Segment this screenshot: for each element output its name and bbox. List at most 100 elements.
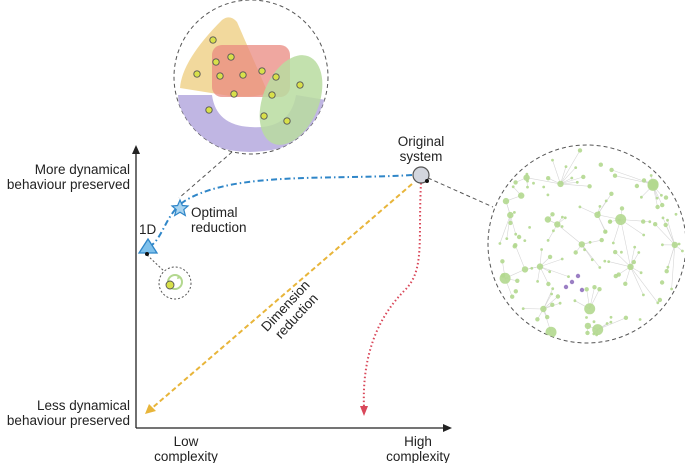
network-node: [550, 292, 553, 296]
network-node: [670, 287, 673, 291]
network-node: [500, 259, 505, 264]
network-edge: [560, 176, 584, 185]
network-node: [555, 294, 561, 299]
network-node: [660, 193, 663, 197]
complexity-path-red: [362, 182, 422, 409]
network-node: [523, 239, 527, 243]
network-node: [592, 285, 597, 290]
network-node: [550, 302, 555, 307]
network-node: [544, 216, 552, 223]
network-node: [536, 280, 539, 283]
one-d-label: 1D: [139, 222, 157, 237]
network-node: [607, 260, 611, 263]
network-node: [540, 248, 543, 251]
network-edge: [630, 247, 635, 267]
network-node: [666, 218, 669, 222]
network-edge: [630, 266, 644, 296]
state-point: [205, 106, 213, 114]
network-node: [611, 241, 615, 245]
network-edge: [552, 160, 561, 184]
network-node: [523, 174, 530, 181]
network-node: [655, 196, 659, 200]
network-node: [617, 218, 621, 222]
network-node: [546, 176, 551, 181]
x-axis-left-label: Low complexity: [146, 434, 226, 463]
network-node: [659, 280, 665, 285]
network-node: [661, 216, 665, 220]
network-node: [660, 202, 665, 208]
network-node: [511, 185, 515, 189]
network-node: [513, 180, 518, 185]
network-edge: [557, 224, 582, 245]
network-node: [681, 249, 684, 253]
network-node: [674, 212, 678, 216]
network-node: [585, 316, 588, 319]
network-node: [530, 266, 534, 270]
network-node: [590, 258, 594, 262]
network-node: [609, 315, 613, 319]
network-node: [634, 183, 640, 189]
network-edge: [526, 177, 561, 185]
network-node: [581, 174, 586, 180]
network-edge: [560, 183, 590, 187]
state-point: [283, 117, 291, 125]
network-node: [521, 266, 529, 273]
network-node: [545, 326, 557, 338]
network-edge: [620, 219, 631, 267]
network-node: [558, 301, 562, 305]
network-node: [567, 275, 570, 278]
network-edge: [515, 245, 526, 270]
reduction-path-blue: [147, 174, 413, 249]
y-axis-arrowhead: [132, 145, 140, 154]
network-node: [588, 240, 592, 244]
network-zoom: [487, 144, 685, 344]
network-node: [564, 165, 568, 169]
x-axis-left-label-line1: Low: [173, 434, 199, 449]
network-graph: [498, 148, 684, 338]
network-node: [663, 195, 669, 200]
network-node: [540, 305, 547, 313]
network-node: [616, 272, 621, 277]
network-edge: [560, 167, 576, 185]
network-node: [598, 162, 603, 167]
network-node: [513, 211, 516, 214]
network-edge: [597, 193, 612, 215]
network-node: [508, 220, 513, 226]
network-node: [598, 266, 602, 269]
network-edge: [667, 220, 676, 245]
network-node: [578, 205, 582, 209]
network-node: [536, 263, 544, 270]
network-node: [561, 215, 564, 219]
network-node: [521, 307, 525, 310]
network-node: [609, 219, 612, 223]
network-edge: [665, 224, 676, 246]
network-node: [528, 226, 531, 229]
network-node: [560, 257, 564, 261]
network-edge: [608, 261, 631, 268]
network-node: [587, 184, 592, 189]
state-point: [239, 71, 247, 79]
network-node: [552, 229, 555, 233]
network-node: [612, 173, 618, 178]
network-node: [603, 259, 607, 263]
network-node: [545, 314, 550, 320]
x-axis-left-label-line2: complexity: [154, 449, 218, 463]
network-node: [550, 212, 555, 217]
network-node: [585, 330, 590, 336]
y-axis-top-label: More dynamical behaviour preserved: [7, 162, 130, 192]
network-node: [584, 322, 592, 330]
original-system-label-line2: system: [399, 149, 443, 164]
network-node: [671, 241, 678, 249]
network-node: [661, 243, 664, 247]
network-node: [573, 250, 578, 255]
network-node: [584, 303, 596, 315]
network-node: [518, 192, 525, 199]
network-node-accent: [569, 279, 575, 285]
network-node: [649, 174, 653, 177]
network-node-accent: [579, 287, 585, 293]
state-points: [193, 36, 304, 125]
network-node: [663, 222, 668, 228]
network-node: [677, 242, 681, 246]
